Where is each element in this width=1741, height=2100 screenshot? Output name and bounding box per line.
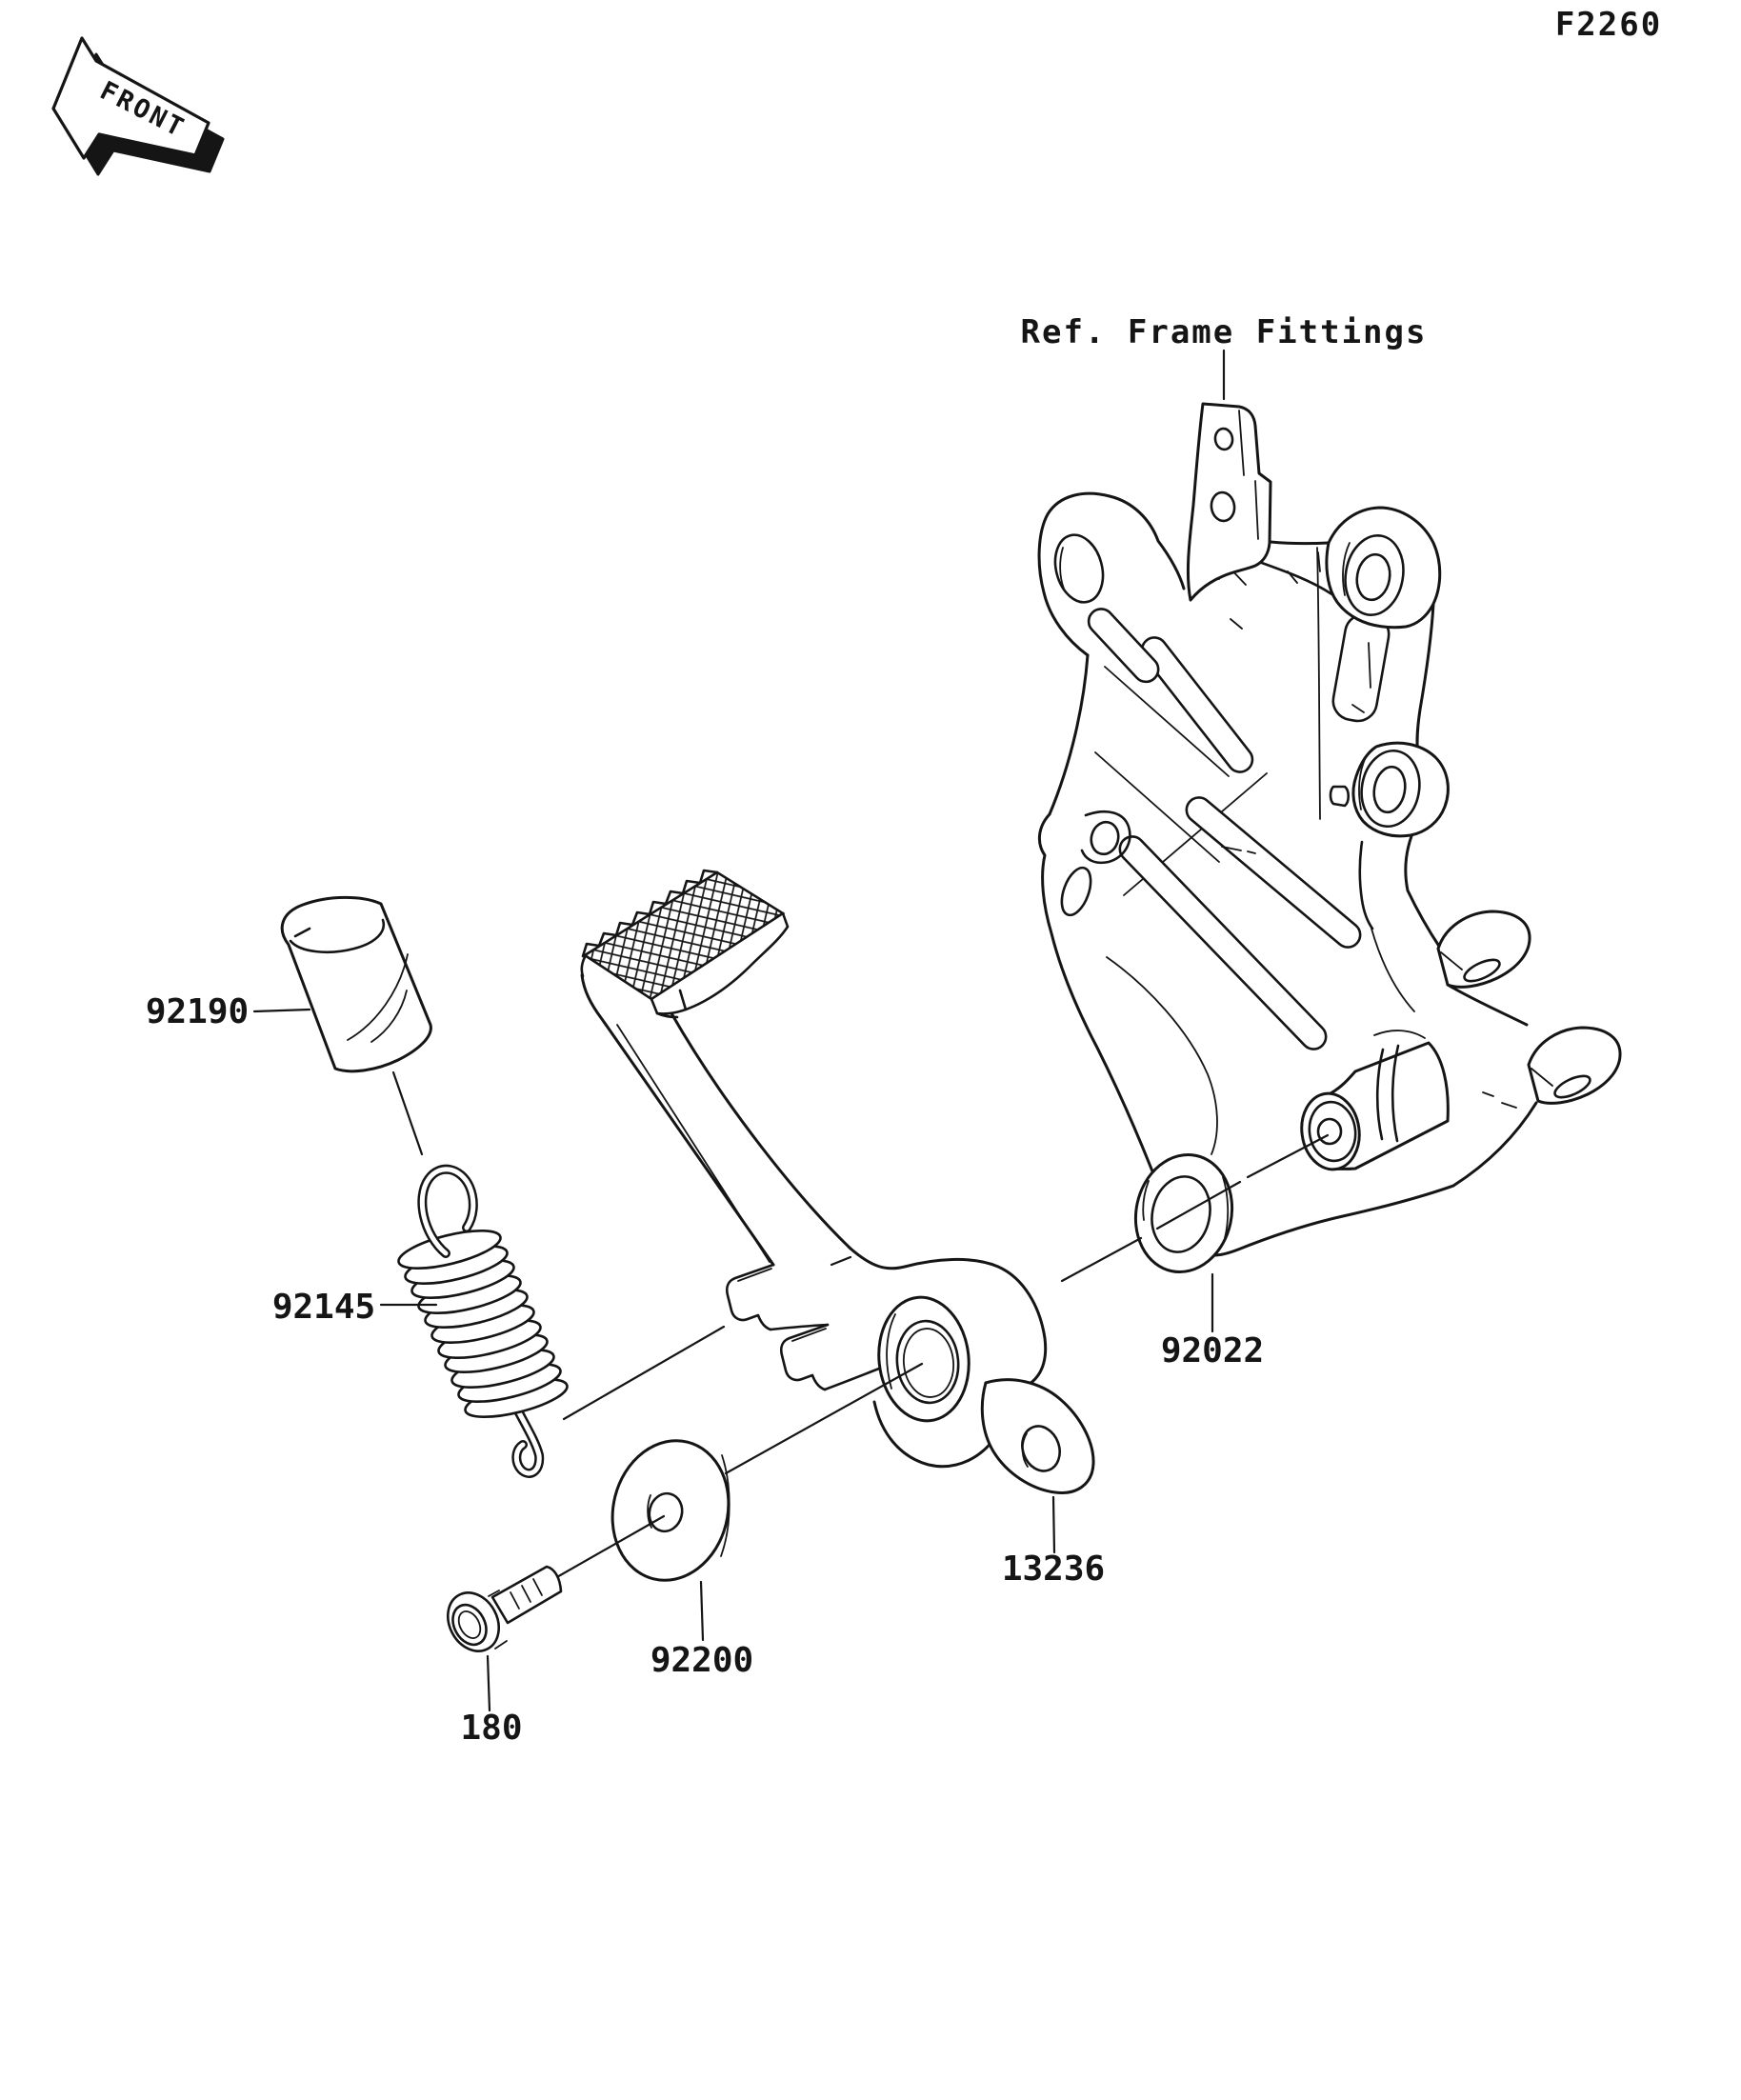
- front-arrow-face: [51, 36, 210, 160]
- part-label-spring[interactable]: 92145: [272, 1288, 375, 1327]
- bracket-lug-hole: [1090, 820, 1120, 856]
- bracket-eyelet-upper: [1325, 506, 1442, 630]
- pedal-spring-clip: [725, 1263, 775, 1331]
- frame-fittings-reference-label[interactable]: Ref. Frame Fittings: [1021, 313, 1428, 351]
- pedal-spring-clip: [779, 1323, 830, 1391]
- front-direction-icon: FRONT: [51, 36, 225, 176]
- bracket-arm-hole: [1053, 533, 1105, 604]
- bracket-slot: [1118, 835, 1328, 1050]
- bracket-slot: [1331, 612, 1391, 723]
- bracket-slot: [1087, 608, 1160, 684]
- bracket-pivot-boss: [1300, 1030, 1450, 1171]
- assembly-axis-lines: [1246, 1133, 1330, 1179]
- frame-fittings-bracket: [1037, 402, 1622, 1257]
- bracket-slot: [1185, 796, 1362, 949]
- part-label-washer-plate[interactable]: 92200: [650, 1641, 753, 1680]
- part-label-pedal[interactable]: 13236: [1002, 1550, 1105, 1589]
- bracket-lug-upper: [1436, 910, 1531, 989]
- bracket-opening: [1060, 866, 1092, 917]
- axis-line-bolt: [553, 1362, 924, 1580]
- part-label-washer[interactable]: 92022: [1161, 1331, 1264, 1370]
- part-label-bolt[interactable]: 180: [460, 1709, 522, 1748]
- pedal-tab-hole: [1021, 1425, 1061, 1472]
- pedal-pad-serration: [581, 869, 719, 958]
- pedal-arm-edge: [580, 973, 775, 1267]
- spring-coils: [397, 1229, 569, 1419]
- leader-lines: [252, 349, 1226, 1712]
- bracket-top-tab: [1186, 402, 1272, 602]
- return-spring: [397, 1164, 569, 1478]
- figure-code: F2260: [1555, 6, 1662, 44]
- axis-line-washer: [1060, 1180, 1242, 1283]
- bracket-tab-hole: [1213, 427, 1234, 451]
- bracket-slot: [1140, 636, 1254, 773]
- bracket-lug-lower: [1527, 1026, 1622, 1105]
- brake-pedal: [580, 869, 1095, 1494]
- pedal-pivot-bore: [877, 1295, 971, 1423]
- bracket-boss-bore: [1316, 1117, 1343, 1146]
- part-label-pedal-cover[interactable]: 92190: [146, 992, 249, 1031]
- bracket-tab-hole: [1210, 490, 1236, 523]
- pedal-rubber-cover: [280, 895, 432, 1073]
- pedal-tab: [980, 1378, 1095, 1494]
- bracket-pin: [1329, 785, 1351, 808]
- flanged-bolt: [446, 1565, 563, 1652]
- washer-92200: [610, 1439, 730, 1582]
- pedal-arm-edge: [670, 1011, 1048, 1394]
- bracket-eyelet-lower: [1351, 741, 1450, 838]
